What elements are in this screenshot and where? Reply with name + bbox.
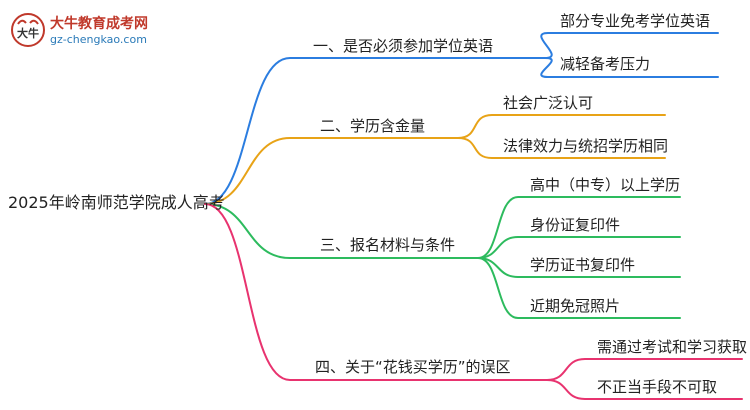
branch-1-link [204,57,546,205]
branch-1-leaf-2: 减轻备考压力 [560,55,651,73]
site-url: gz-chengkao.com [50,33,147,46]
ox-logo-icon: 大牛 [11,13,45,47]
site-logo[interactable]: 大牛 大牛教育成考网 gz-chengkao.com [10,10,160,52]
branch-4-leaf-1-link [546,358,743,381]
branch-2-link [204,137,459,205]
root-topic: 2025年岭南师范学院成人高考 [8,193,225,212]
branch-4-leaf-2-link [546,379,743,400]
branch-1-label: 一、是否必须参加学位英语 [313,37,494,55]
branch-2-leaf-1-link [457,114,666,139]
branch-3-leaf-4-link [477,257,681,319]
branch-4-link [204,203,548,381]
branch-1-leaf-1: 部分专业免考学位英语 [560,12,711,30]
branch-1-leaf-2-link [540,57,719,78]
branch-3-label: 三、报名材料与条件 [320,236,456,254]
branch-3-leaf-2-link [477,236,681,259]
branch-3-leaf-3: 学历证书复印件 [530,256,636,274]
branch-3-leaf-1: 高中（中专）以上学历 [530,176,681,194]
branch-2-leaf-1: 社会广泛认可 [503,94,594,112]
branch-2-leaf-2: 法律效力与统招学历相同 [503,137,669,155]
site-name: 大牛教育成考网 [50,16,148,32]
branch-3-leaf-1-link [477,196,681,259]
branch-3-link [204,203,479,259]
branch-3-leaf-2: 身份证复印件 [530,216,621,234]
branch-2-leaf-2-link [457,137,666,159]
branch-2-label: 二、学历含金量 [320,117,426,135]
branch-1-leaf-1-link [540,32,719,59]
branch-4-leaf-1: 需通过考试和学习获取 [597,338,748,356]
logo-mark-text: 大牛 [17,26,39,40]
branch-3-leaf-4: 近期免冠照片 [530,297,621,315]
branch-4-label: 四、关于“花钱买学历”的误区 [315,358,511,376]
branch-4-leaf-2: 不正当手段不可取 [597,378,718,396]
